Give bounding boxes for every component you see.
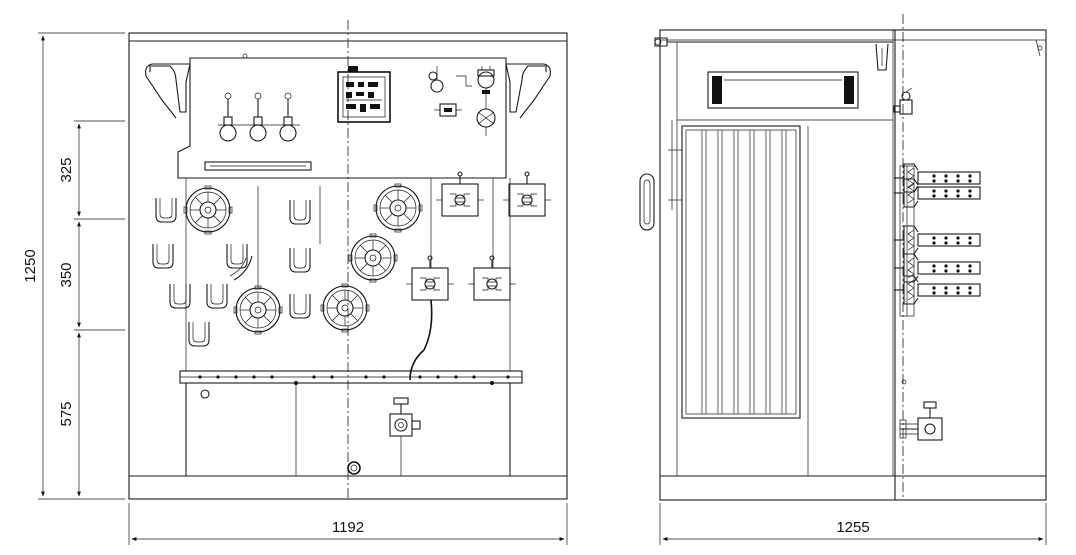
dim-side-width: 1255 <box>836 519 869 536</box>
cable-hook <box>226 243 248 269</box>
tank-cover <box>177 57 507 179</box>
thermometer-group <box>218 92 300 142</box>
hv-bushing-2 <box>373 183 423 233</box>
cable-hook <box>289 199 311 225</box>
side-cabinet-outline <box>659 29 1047 501</box>
side-valve-top <box>893 87 913 115</box>
dimension-labels: 1192 1255 1250 325 350 575 <box>22 157 870 536</box>
cable-hook <box>289 247 311 273</box>
side-drain-valve <box>899 401 943 441</box>
surge-arrester <box>405 255 455 301</box>
cable-hook <box>152 243 174 269</box>
grounding-bar <box>179 370 523 385</box>
front-view <box>128 20 568 500</box>
grounding-cable <box>409 299 433 381</box>
dim-segment-middle: 350 <box>58 262 75 287</box>
oil-sampling-port <box>347 461 361 475</box>
dim-segment-top: 325 <box>58 157 75 182</box>
dim-segment-bottom: 575 <box>58 401 75 426</box>
hv-bushing-1 <box>183 185 233 235</box>
lv-bushing-1 <box>233 285 283 335</box>
control-box <box>337 66 391 123</box>
cable-hook <box>155 197 177 223</box>
surge-arrester <box>467 255 517 301</box>
cable-hook <box>289 293 311 319</box>
side-nameplate <box>707 71 859 109</box>
dim-front-width: 1192 <box>332 519 364 536</box>
lifting-lug-right <box>505 63 551 119</box>
radiator-fins <box>681 125 801 419</box>
nameplate-strip <box>204 161 312 171</box>
relief-valve-cluster <box>428 66 496 136</box>
lifting-lug-left <box>145 63 191 119</box>
cable-hook <box>169 283 191 309</box>
cable-hook <box>188 321 210 347</box>
side-door-handle <box>639 173 655 231</box>
drain-valve <box>389 397 421 476</box>
lv-bushing-2 <box>320 283 370 333</box>
dimension-lines <box>38 32 1047 545</box>
hv-bushing-3 <box>348 233 398 283</box>
dim-total-height: 1250 <box>22 249 39 282</box>
cable-hook <box>206 283 228 309</box>
side-view <box>639 14 1047 501</box>
surge-arrester <box>435 171 485 217</box>
